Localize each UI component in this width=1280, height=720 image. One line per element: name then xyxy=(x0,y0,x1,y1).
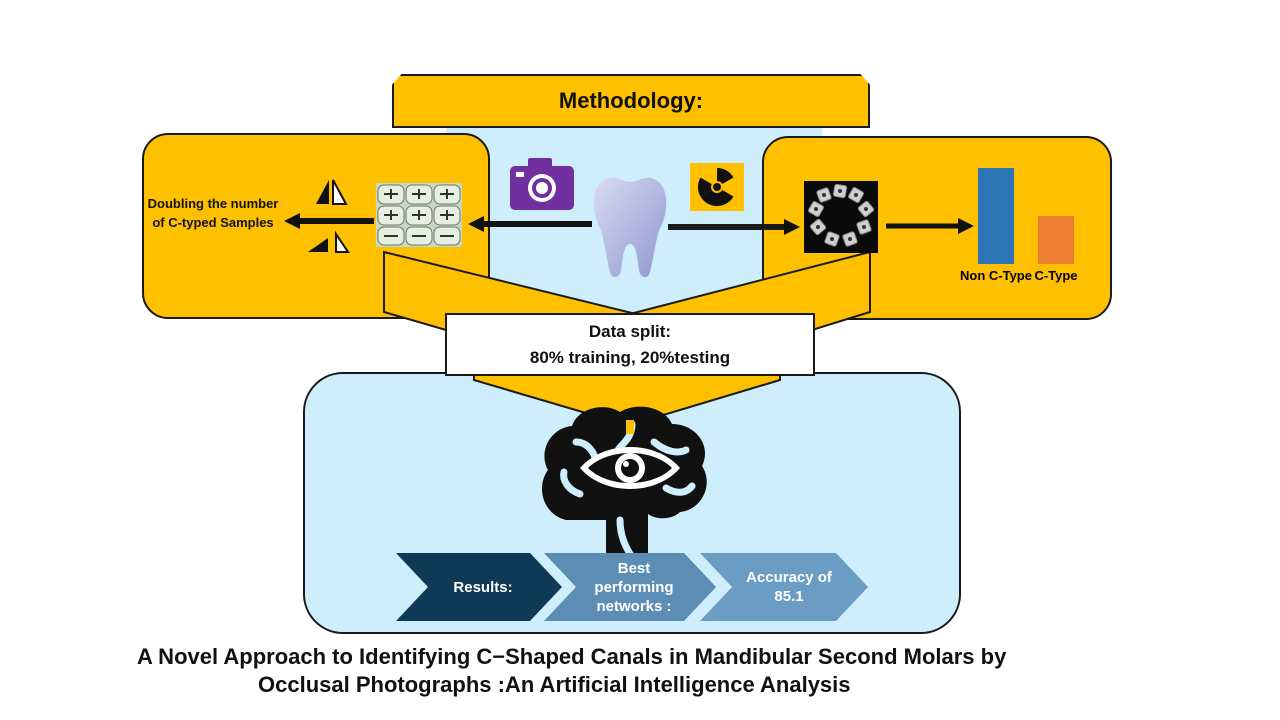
occlusal-photo-grid xyxy=(376,183,462,247)
data-split-ratio: 80% training, 20%testing xyxy=(529,347,731,367)
bar-non-c-type xyxy=(978,168,1014,264)
paper-title-line-2: Occlusal Photographs :An Artificial Inte… xyxy=(258,672,851,697)
methodology-title: Methodology: xyxy=(558,88,704,113)
tooth-icon xyxy=(593,177,667,278)
augmentation-text: Doubling the number of C-typed Samples xyxy=(147,196,279,230)
results-chevron-3 xyxy=(700,553,868,621)
arrow-to-xray xyxy=(668,219,800,235)
data-split-box: Data split: 80% training, 20%testing xyxy=(445,313,815,376)
flip-icon xyxy=(316,179,348,205)
results-chevron-2 xyxy=(544,553,716,621)
results-step-label: Results: xyxy=(453,578,513,596)
bar-label: C-Type xyxy=(1034,268,1077,283)
best-networks-label: Best performing networks : xyxy=(594,559,674,615)
radiation-icon xyxy=(690,163,744,211)
bar-label: Non C-Type xyxy=(960,268,1032,283)
data-split-title: Data split: xyxy=(588,321,672,341)
cbct-image xyxy=(804,181,878,253)
camera-icon xyxy=(510,158,574,210)
paper-title-line-1: A Novel Approach to Identifying C−Shaped… xyxy=(137,644,1007,669)
bar-c-type xyxy=(1038,216,1074,264)
arrow-to-photos xyxy=(468,216,592,232)
rotate-icon xyxy=(308,230,350,253)
results-chevron-1 xyxy=(396,553,562,621)
methodology-banner: Methodology: xyxy=(392,74,870,128)
arrow-to-chart xyxy=(886,218,974,234)
arrow-to-augmentation xyxy=(284,213,374,229)
accuracy-label: Accuracy of 85.1 xyxy=(746,569,832,605)
